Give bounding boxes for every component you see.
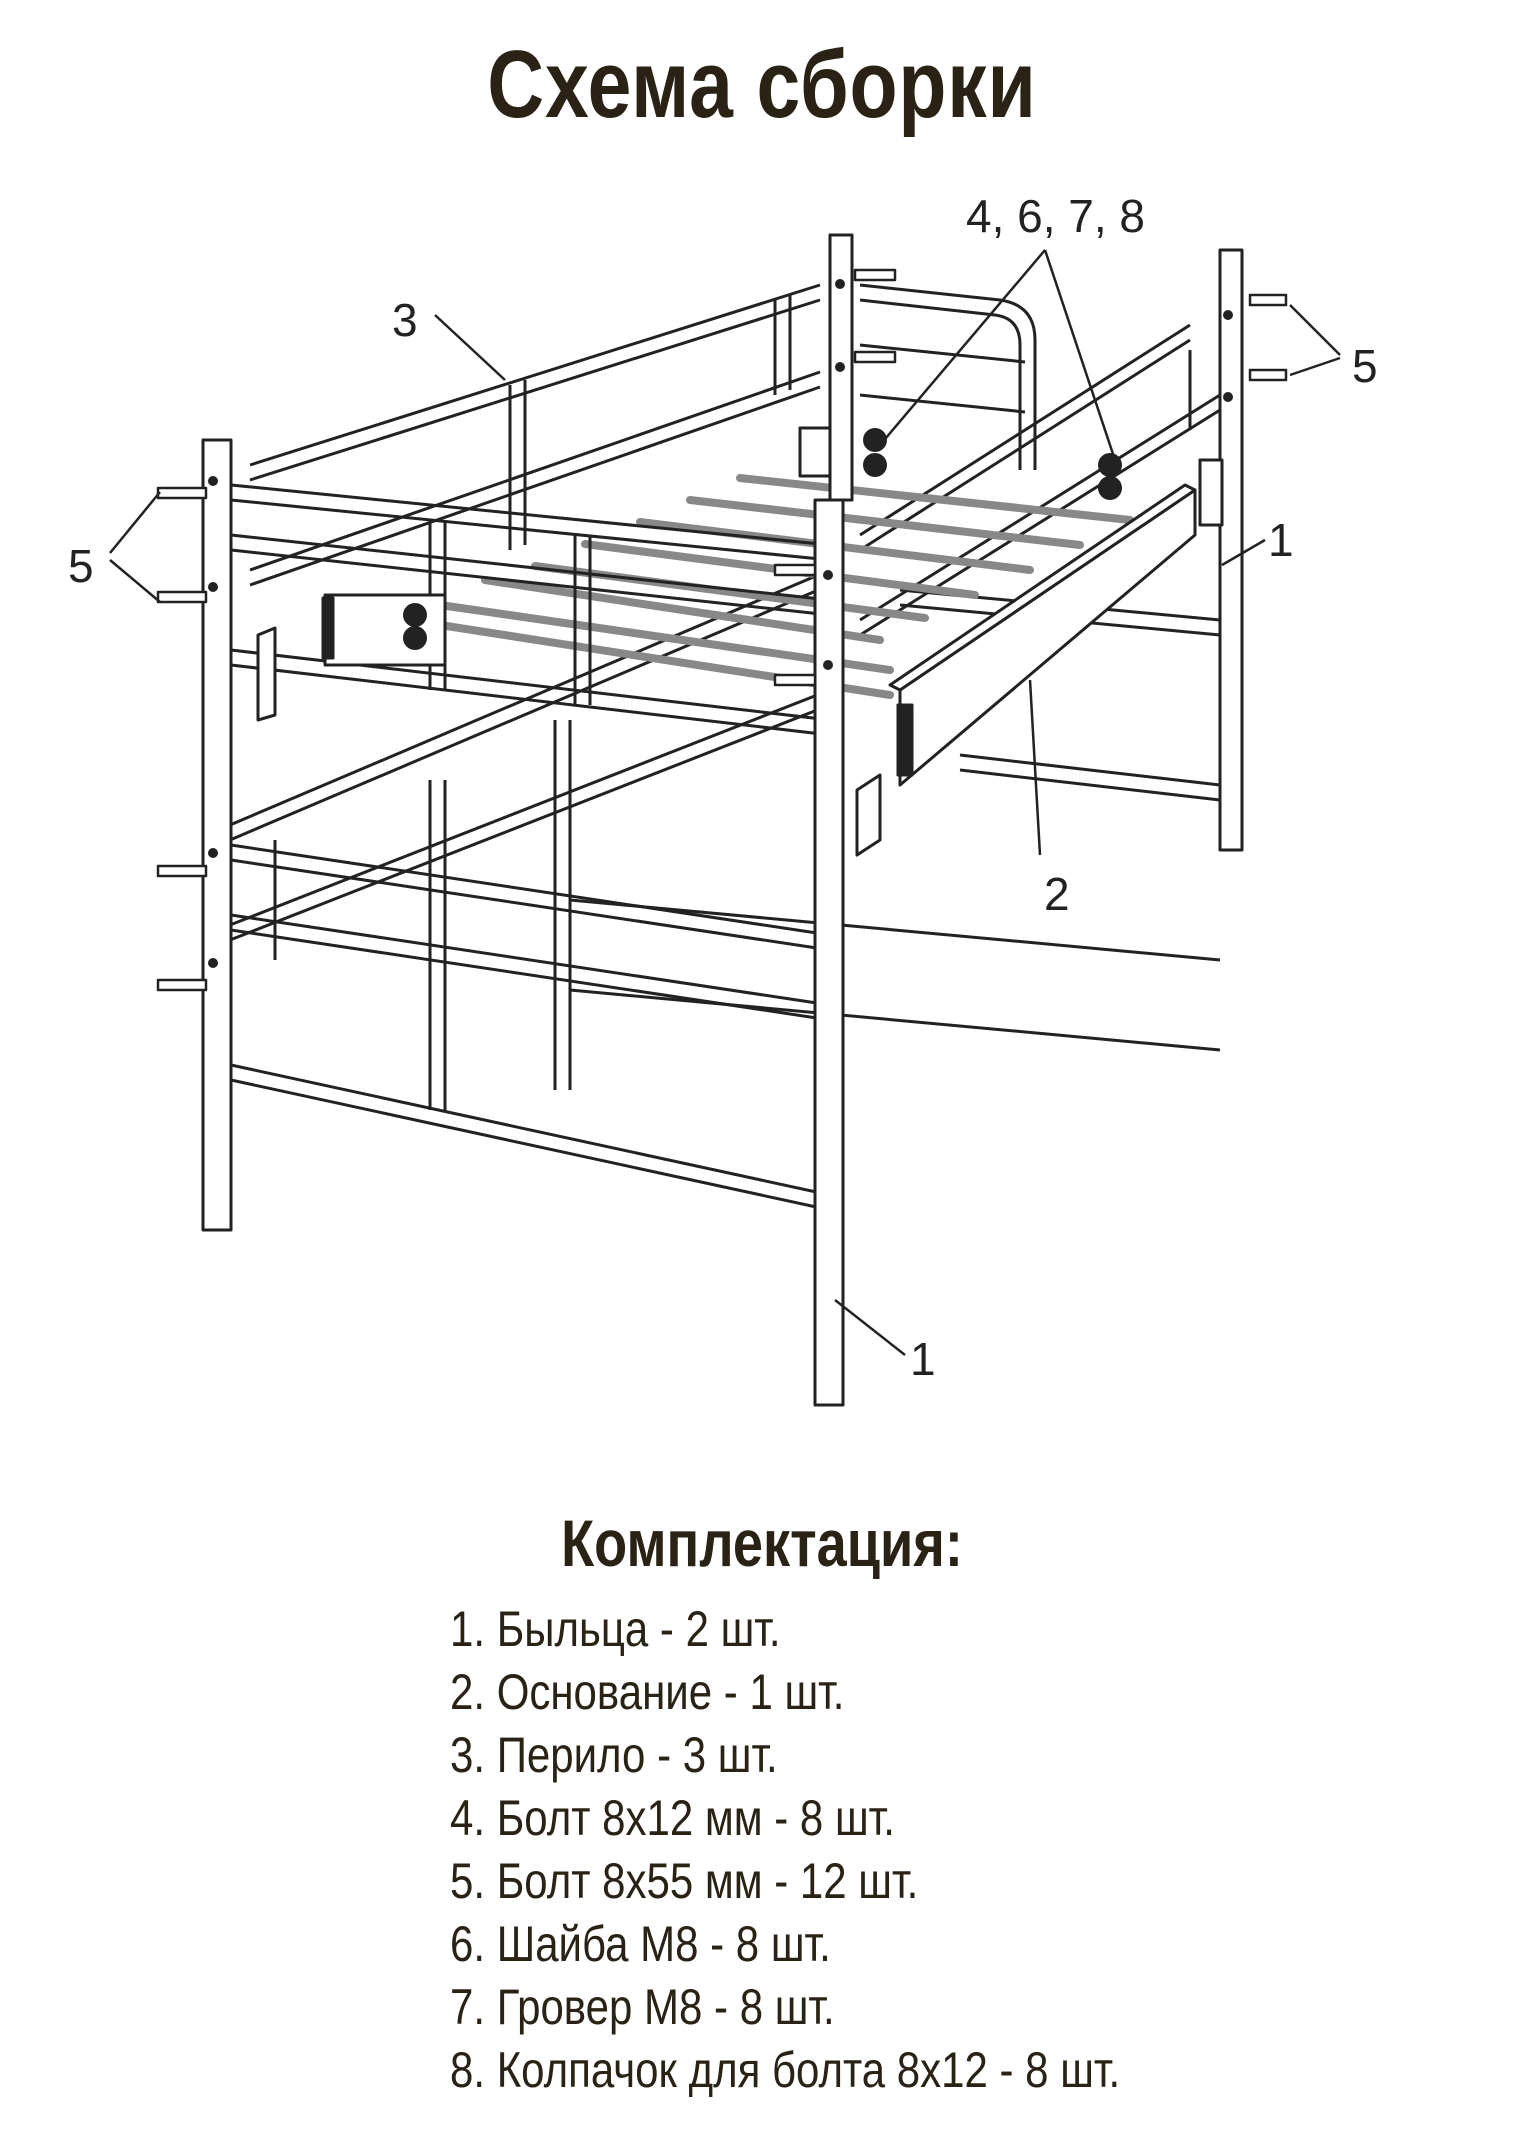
callout-5-left: 5 <box>68 540 94 592</box>
kit-item: 3. Перило - 3 шт. <box>450 1727 778 1783</box>
kit-item: 5. Болт 8х55 мм - 12 шт. <box>450 1853 919 1909</box>
callout-1-right: 1 <box>1268 514 1294 566</box>
kit-item: 2. Основание - 1 шт. <box>450 1664 845 1720</box>
bolt-caps <box>403 428 1122 650</box>
base-beam <box>888 483 1197 787</box>
callout-1-bottom: 1 <box>910 1333 936 1385</box>
callout-labels: 3 4, 6, 7, 8 5 5 1 2 1 <box>68 190 1378 1385</box>
callout-2: 2 <box>1044 868 1070 920</box>
lower-frame <box>229 568 1221 1110</box>
callout-4-6-7-8: 4, 6, 7, 8 <box>966 190 1145 242</box>
kit-item: 1. Быльца - 2 шт. <box>450 1601 781 1657</box>
kit-item: 6. Шайба М8 - 8 шт. <box>450 1916 831 1972</box>
callout-3: 3 <box>392 294 418 346</box>
kit-item: 7. Гровер М8 - 8 шт. <box>450 1979 835 2035</box>
kit-item: 8. Колпачок для болта 8х12 - 8 шт. <box>450 2042 1121 2098</box>
kit-list: 1. Быльца - 2 шт. 2. Основание - 1 шт. 3… <box>450 1598 1120 2102</box>
bed-assembly-diagram: 3 4, 6, 7, 8 5 5 1 2 1 <box>68 190 1378 1407</box>
guard-rail-back <box>249 283 821 587</box>
bolts-5 <box>156 268 1288 992</box>
kit-title: Комплектация: <box>561 1506 963 1580</box>
page-title: Схема сборки <box>487 31 1037 138</box>
front-headboard-left <box>201 438 831 1232</box>
callout-5-right: 5 <box>1352 340 1378 392</box>
mounting-plates <box>256 426 1224 857</box>
kit-item: 4. Болт 8х12 мм - 8 шт. <box>450 1790 895 1846</box>
bolt-holes <box>208 279 1233 968</box>
leader-lines <box>109 249 1341 1356</box>
front-post-right <box>813 233 854 1407</box>
